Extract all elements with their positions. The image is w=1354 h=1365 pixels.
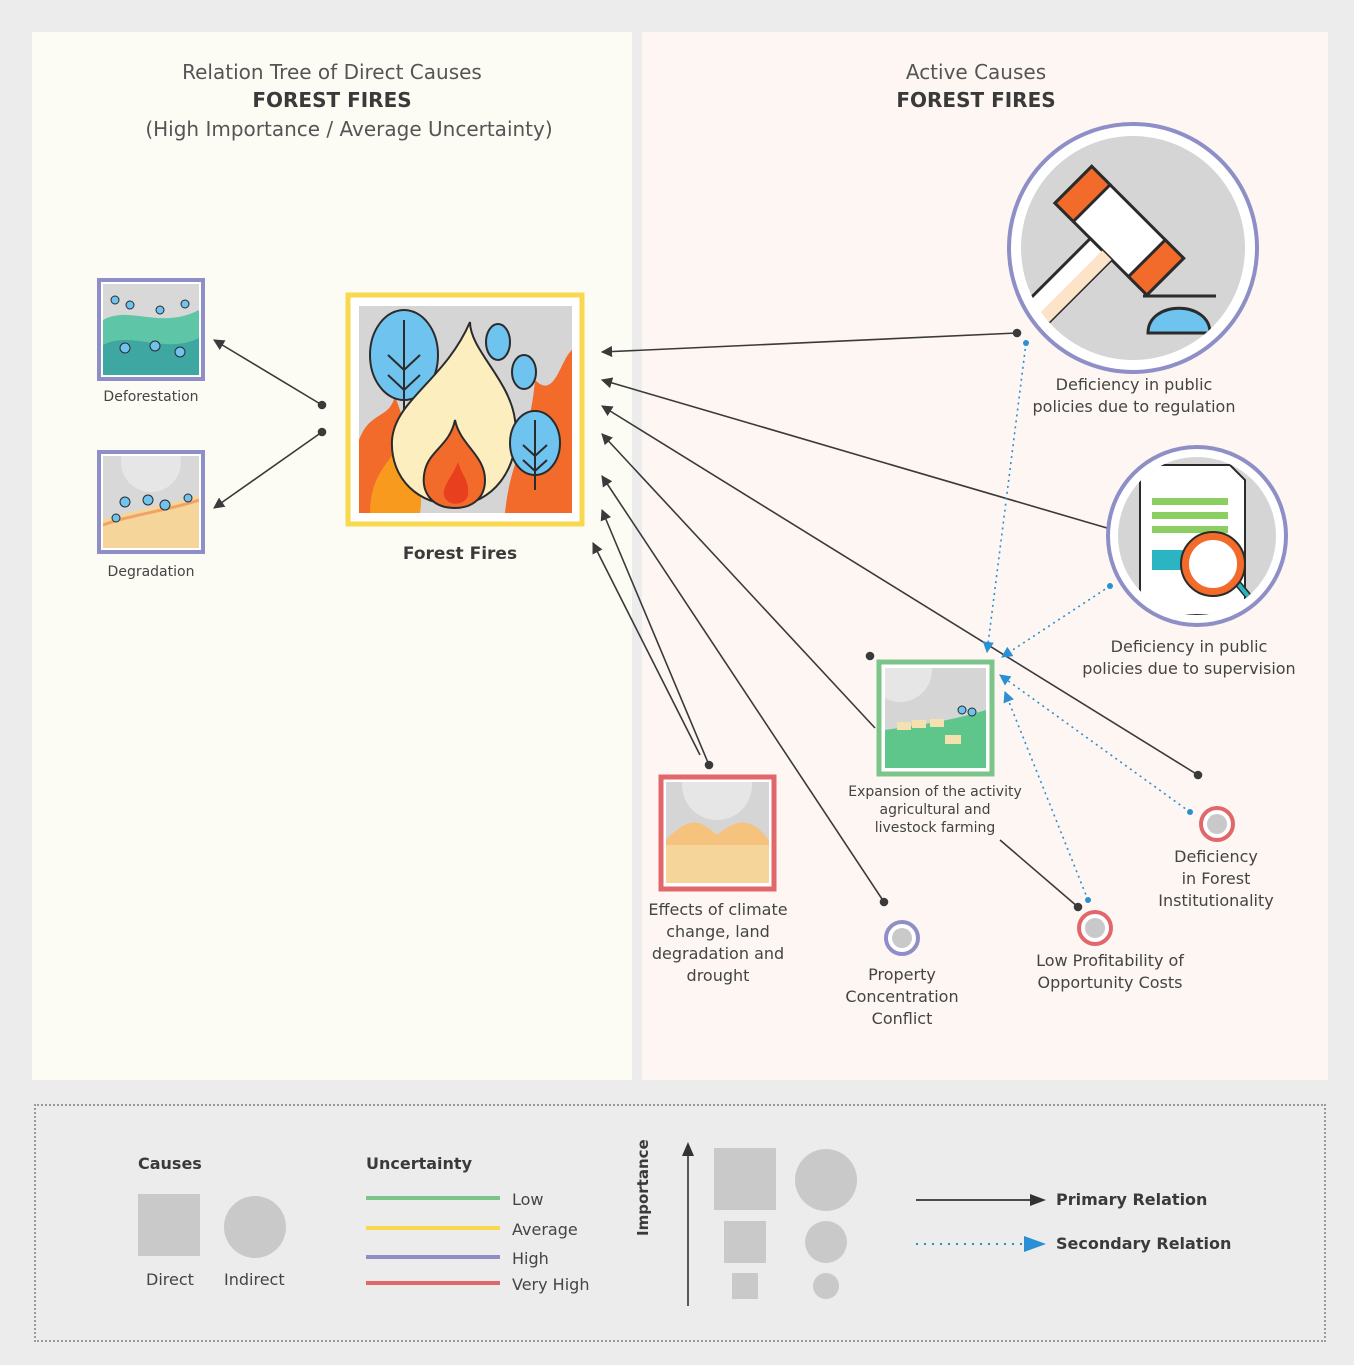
degradation-label: Degradation <box>107 564 195 580</box>
climate-label-line: Effects of climate <box>648 900 788 919</box>
relation-profitability-to-expansion <box>999 839 1079 908</box>
right-title-main: FOREST FIRES <box>896 88 1056 112</box>
degradation-node <box>97 450 205 554</box>
legend-primary-relation-label: Primary Relation <box>1056 1190 1208 1209</box>
relation-climate-to-fire-b <box>592 542 701 756</box>
supervision-label-line: Deficiency in public <box>1110 637 1268 656</box>
legend-average-line <box>366 1226 500 1230</box>
right-title: Active Causes <box>905 60 1047 84</box>
legend-high-line <box>366 1255 500 1259</box>
institutionality-node <box>1199 806 1235 842</box>
climate-label-line: degradation and <box>651 944 785 963</box>
secondary-regulation-to-expansion <box>982 342 1027 654</box>
legend-uncertainty-heading: Uncertainty <box>366 1154 473 1173</box>
legend-low-line <box>366 1196 500 1200</box>
secondary-relations <box>982 340 1193 903</box>
legend-average-label: Average <box>512 1220 578 1239</box>
legend-low-label: Low <box>512 1190 544 1209</box>
left-title: Relation Tree of Direct Causes <box>182 60 482 84</box>
relation-expansion-to-fire <box>601 433 876 729</box>
relation-regulation-to-fire <box>600 332 1018 358</box>
climate-label-line: change, land <box>666 922 770 941</box>
forest-fires-node <box>345 292 585 527</box>
regulation-node <box>1007 122 1259 374</box>
deforestation-node <box>97 278 205 381</box>
secondary-profitability-to-expansion <box>1003 690 1089 901</box>
regulation-label-line: policies due to regulation <box>1032 397 1236 416</box>
supervision-node <box>1106 445 1288 627</box>
legend-causes-heading: Causes <box>138 1154 202 1173</box>
property-label-line: Conflict <box>871 1009 933 1028</box>
regulation-label: Deficiency in public policies due to reg… <box>1010 374 1258 418</box>
relation-fire-to-degradation <box>213 431 323 509</box>
legend-importance-label: Importance <box>634 1139 652 1236</box>
primary-relations <box>213 328 1203 912</box>
legend: Causes Direct Indirect Uncertainty Low A… <box>34 1104 1326 1342</box>
institutionality-label-line: Institutionality <box>1158 891 1274 910</box>
property-label-line: Concentration <box>845 987 959 1006</box>
left-title-main: FOREST FIRES <box>252 88 412 112</box>
climate-node <box>658 774 777 892</box>
expansion-label-line: agricultural and <box>879 802 991 818</box>
property-label-line: Property <box>868 965 936 984</box>
profitability-label-line: Opportunity Costs <box>1037 973 1183 992</box>
climate-label: Effects of climate change, land degradat… <box>636 899 800 987</box>
supervision-label-line: policies due to supervision <box>1082 659 1296 678</box>
relation-fire-to-deforestation <box>213 339 323 406</box>
legend-direct-label: Direct <box>146 1270 194 1289</box>
profitability-node <box>1077 910 1113 946</box>
legend-very-high-line <box>366 1281 500 1285</box>
regulation-label-line: Deficiency in public <box>1055 375 1213 394</box>
expansion-label: Expansion of the activity agricultural a… <box>845 783 1025 837</box>
property-node <box>884 920 920 956</box>
forest-fires-label: Forest Fires <box>402 544 518 564</box>
property-label: Property Concentration Conflict <box>832 964 972 1030</box>
relation-climate-to-fire <box>600 508 710 766</box>
expansion-label-line: Expansion of the activity <box>848 784 1022 800</box>
legend-very-high-label: Very High <box>512 1275 590 1294</box>
institutionality-label-line: Deficiency <box>1174 847 1258 866</box>
legend-direct-square <box>138 1194 200 1256</box>
relation-property-to-fire <box>601 475 885 903</box>
profitability-label-line: Low Profitability of <box>1036 951 1184 970</box>
secondary-institutionality-to-expansion <box>999 674 1191 813</box>
relation-institutionality-to-fire <box>601 405 1199 776</box>
institutionality-label-line: in Forest <box>1181 869 1251 888</box>
relation-supervision-to-fire <box>600 377 1108 529</box>
legend-indirect-label: Indirect <box>224 1270 285 1289</box>
legend-importance-scale <box>682 1142 857 1306</box>
deforestation-label: Deforestation <box>103 389 199 405</box>
legend-secondary-relation-label: Secondary Relation <box>1056 1234 1232 1253</box>
profitability-label: Low Profitability of Opportunity Costs <box>1015 950 1205 994</box>
left-subtitle: (High Importance / Average Uncertainty) <box>145 117 553 141</box>
expansion-node <box>876 659 995 777</box>
direct-causes-panel <box>32 32 632 1080</box>
legend-indirect-circle <box>224 1196 286 1258</box>
expansion-label-line: livestock farming <box>874 820 996 836</box>
cause-diagram <box>97 122 1288 956</box>
legend-high-label: High <box>512 1249 549 1268</box>
climate-label-line: drought <box>686 966 750 985</box>
legend-relation-lines <box>916 1194 1046 1252</box>
supervision-label: Deficiency in public policies due to sup… <box>1064 636 1314 680</box>
institutionality-label: Deficiency in Forest Institutionality <box>1140 846 1292 912</box>
